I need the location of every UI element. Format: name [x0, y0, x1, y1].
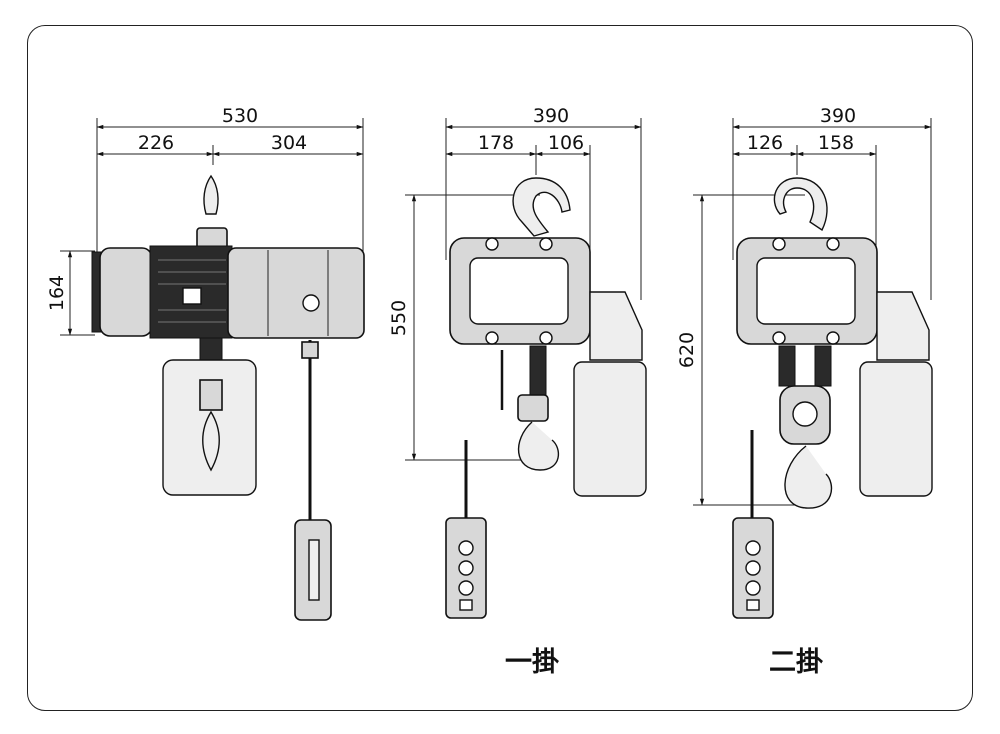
hoist-single-body: [445, 177, 647, 619]
hoist-side-body: [91, 174, 365, 621]
dimension-lines-side: [60, 118, 364, 336]
dim-right-width-double: 158: [818, 132, 854, 154]
dim-height-single: 550: [388, 300, 410, 336]
dim-total-width-double: 390: [820, 105, 856, 127]
dim-left-width-side: 226: [138, 132, 174, 154]
dimension-lines-single: [405, 118, 642, 461]
caption-double-fall: 二掛: [769, 647, 823, 678]
dim-total-width-single: 390: [533, 105, 569, 127]
dim-right-width-side: 304: [271, 132, 307, 154]
sheet-border: [27, 25, 973, 711]
double-fall-figure: 390 126 158 620: [676, 105, 933, 678]
side-view-figure: 530 226 304 164: [46, 105, 365, 621]
dim-left-width-single: 178: [478, 132, 514, 154]
dim-height-side: 164: [46, 275, 68, 311]
single-fall-figure: 390 178 106 550: [388, 105, 647, 678]
dim-left-width-double: 126: [747, 132, 783, 154]
caption-single-fall: 一掛: [505, 647, 559, 678]
dim-height-double: 620: [676, 332, 698, 368]
dim-total-width-side: 530: [222, 105, 258, 127]
dim-right-width-single: 106: [548, 132, 584, 154]
hoist-double-body: [732, 177, 933, 619]
